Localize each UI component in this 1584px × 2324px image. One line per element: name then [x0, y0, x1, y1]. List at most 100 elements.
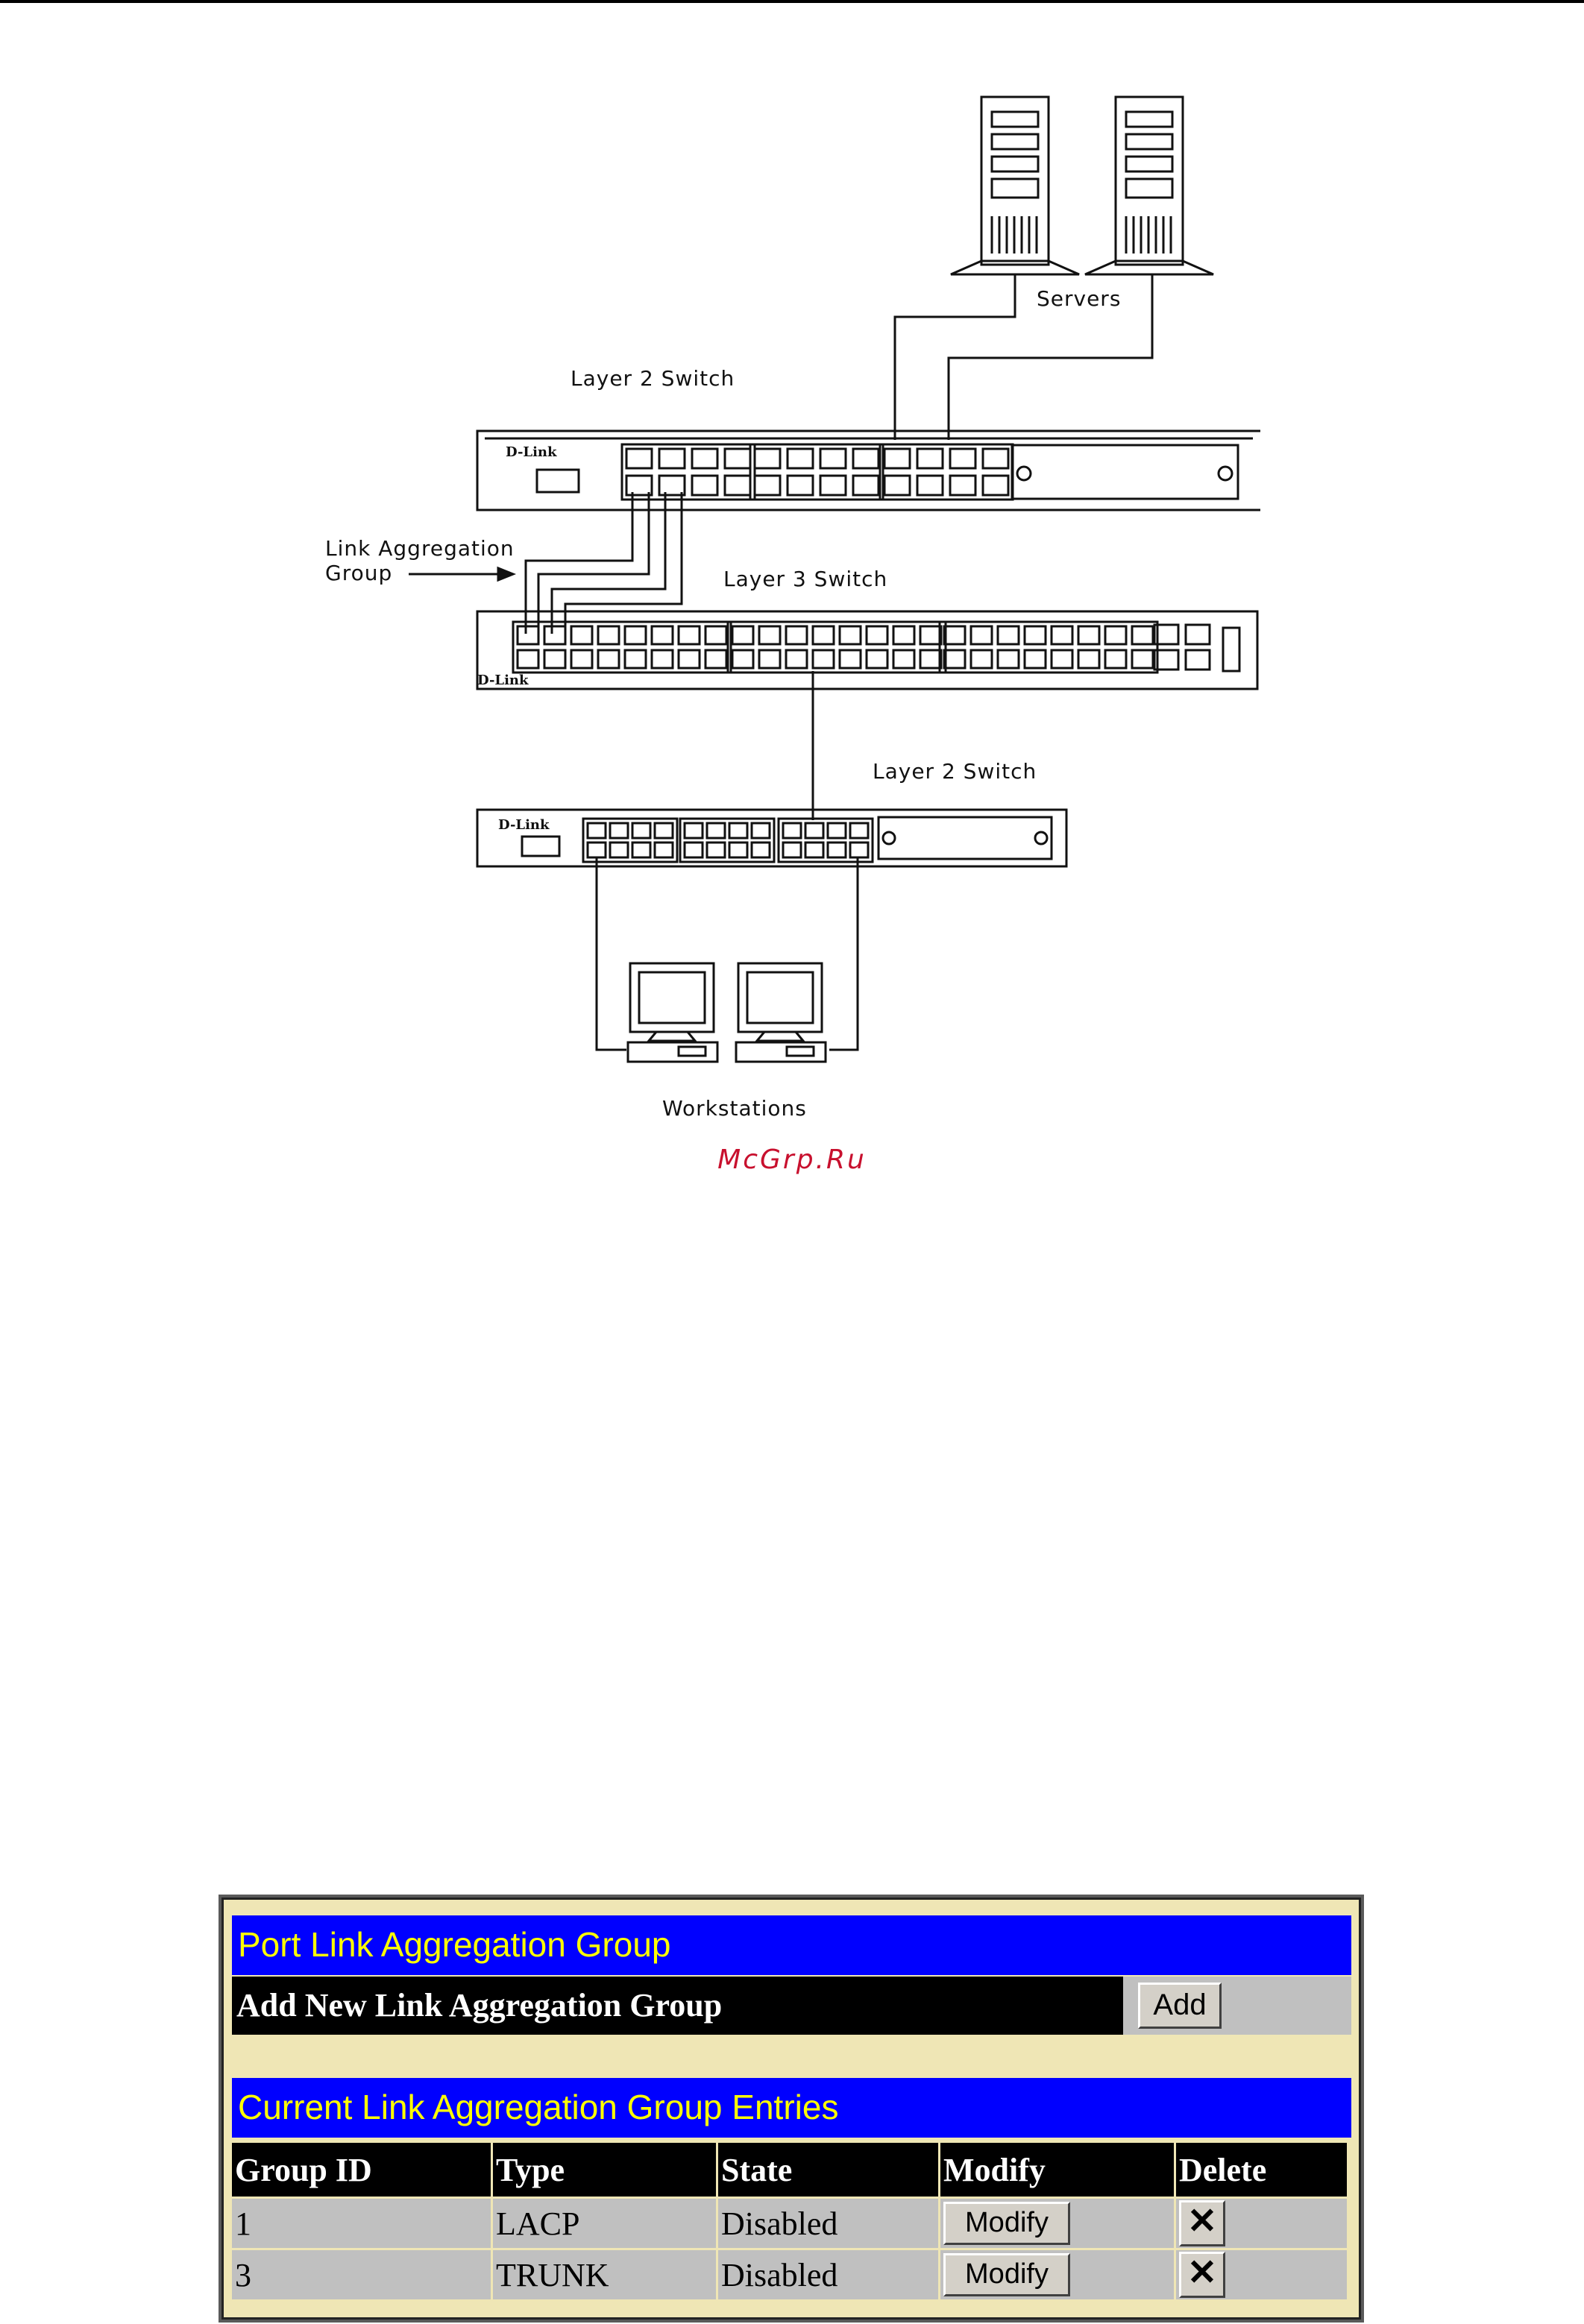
port — [1050, 625, 1074, 646]
port — [609, 841, 629, 859]
col-state: State — [718, 2143, 938, 2197]
port — [543, 649, 567, 670]
network-diagram: Servers Layer 2 Switch D-Link Link Aggre… — [325, 95, 1260, 1121]
port — [1050, 649, 1074, 670]
workstations-label: Workstations — [662, 1096, 807, 1121]
port — [785, 649, 808, 670]
workstation-left — [626, 962, 719, 1063]
port-block — [749, 443, 884, 501]
port — [723, 474, 752, 497]
server-left — [950, 95, 1080, 276]
port-block — [620, 443, 756, 501]
panel-title: Port Link Aggregation Group — [232, 1915, 1351, 1975]
port — [750, 822, 771, 840]
type-cell: LACP — [493, 2199, 716, 2248]
port — [516, 625, 540, 646]
watermark: McGrp.Ru — [717, 1144, 867, 1175]
table-header-row: Group ID Type State Modify Delete — [232, 2143, 1347, 2197]
port — [1077, 649, 1101, 670]
port — [691, 447, 719, 470]
port — [1104, 649, 1128, 670]
col-group-id: Group ID — [232, 2143, 491, 2197]
port — [949, 447, 977, 470]
link-agg-label-1: Link Aggregation — [325, 536, 515, 561]
port — [919, 649, 943, 670]
col-type: Type — [493, 2143, 716, 2197]
group-id-cell: 1 — [232, 2199, 491, 2248]
modify-button[interactable]: Modify — [943, 2253, 1070, 2296]
delete-cell: ✕ — [1176, 2250, 1347, 2299]
port — [731, 649, 755, 670]
port — [786, 447, 814, 470]
port — [826, 841, 847, 859]
type-cell: TRUNK — [493, 2250, 716, 2299]
port — [516, 649, 540, 670]
port — [981, 447, 1010, 470]
port — [705, 841, 726, 859]
port — [704, 649, 728, 670]
port — [849, 841, 870, 859]
workstation-right — [735, 962, 827, 1063]
x-icon[interactable]: ✕ — [1179, 2200, 1225, 2246]
col-delete: Delete — [1176, 2143, 1347, 2197]
port — [570, 625, 594, 646]
port — [969, 625, 993, 646]
port-block — [938, 620, 1159, 674]
port — [819, 474, 847, 497]
port — [683, 841, 704, 859]
entries-table: Group ID Type State Modify Delete 1 LACP… — [230, 2141, 1349, 2302]
modify-cell: Modify — [940, 2199, 1174, 2248]
port — [865, 649, 889, 670]
port — [1131, 625, 1154, 646]
brand-label-l3: D-Link — [477, 673, 529, 688]
port — [1104, 625, 1128, 646]
port — [631, 822, 652, 840]
port-block — [777, 817, 874, 863]
port-block — [879, 443, 1014, 501]
port — [786, 474, 814, 497]
port — [586, 822, 607, 840]
link-agg-arrow — [409, 566, 517, 582]
port — [609, 822, 629, 840]
port — [728, 841, 749, 859]
port — [658, 447, 686, 470]
port — [658, 474, 686, 497]
port — [838, 625, 862, 646]
port — [758, 649, 782, 670]
port — [750, 841, 771, 859]
port — [677, 649, 701, 670]
layer2-bottom-label: Layer 2 Switch — [873, 759, 1037, 784]
port — [625, 474, 653, 497]
port — [916, 447, 944, 470]
port — [782, 822, 802, 840]
port — [826, 822, 847, 840]
port — [705, 822, 726, 840]
port — [996, 649, 1020, 670]
entries-title: Current Link Aggregation Group Entries — [232, 2078, 1351, 2138]
port — [1023, 649, 1047, 670]
port — [865, 625, 889, 646]
port — [758, 625, 782, 646]
group-id-cell: 3 — [232, 2250, 491, 2299]
port — [650, 625, 674, 646]
servers-label: Servers — [1037, 286, 1121, 311]
brand-label: D-Link — [506, 444, 557, 460]
port — [731, 625, 755, 646]
add-button[interactable]: Add — [1138, 1983, 1222, 2029]
port — [969, 649, 993, 670]
port — [623, 649, 647, 670]
port-block — [726, 620, 947, 674]
port — [883, 474, 911, 497]
port — [570, 649, 594, 670]
layer2-top-label: Layer 2 Switch — [571, 366, 735, 391]
port — [728, 822, 749, 840]
modify-button[interactable]: Modify — [943, 2202, 1070, 2245]
port — [811, 649, 835, 670]
port — [631, 841, 652, 859]
port — [691, 474, 719, 497]
port — [782, 841, 802, 859]
x-icon[interactable]: ✕ — [1179, 2252, 1225, 2298]
workstation-cables — [595, 857, 859, 1051]
layer2-switch-bottom: D-Link — [476, 808, 1068, 868]
port — [852, 447, 880, 470]
